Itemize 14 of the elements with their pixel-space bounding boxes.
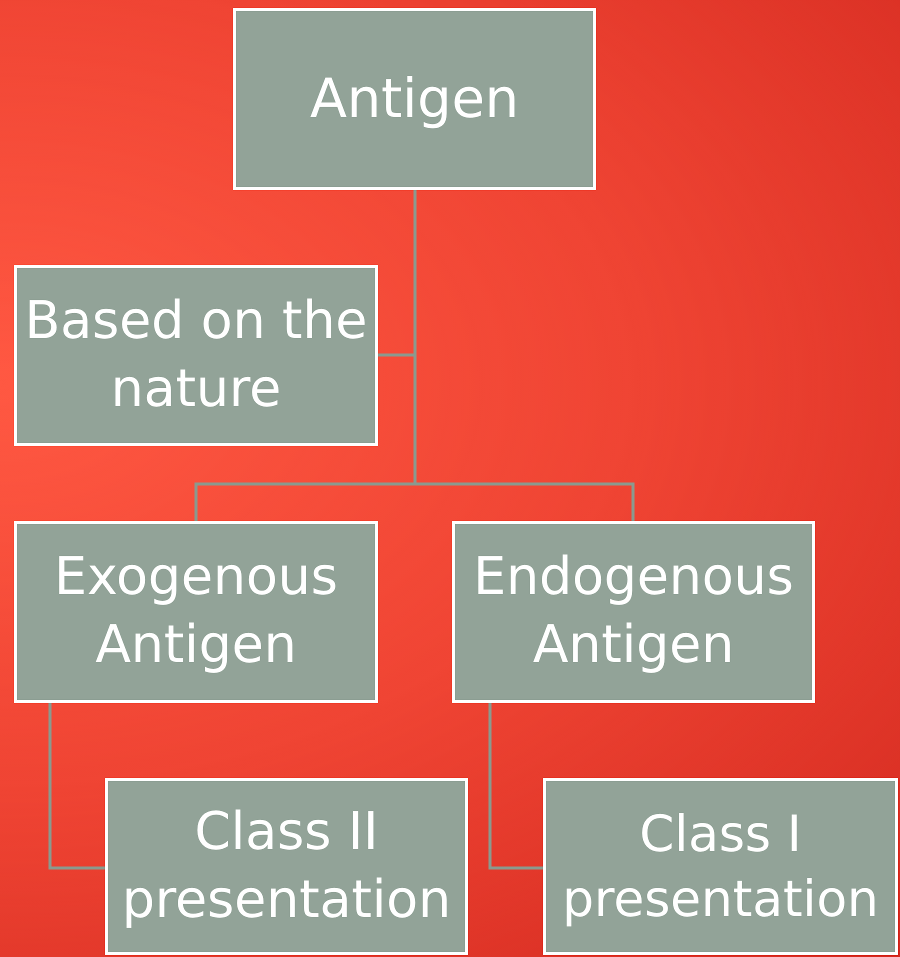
connector-line (48, 703, 105, 870)
connector-line (488, 703, 543, 870)
category-box (14, 265, 378, 446)
category-box (452, 521, 815, 703)
category-box (14, 521, 378, 703)
box-label: Antigen (310, 66, 520, 132)
box-label: Class II presentation (120, 800, 452, 932)
category-box (105, 778, 468, 955)
box-label: Based on the nature (24, 290, 368, 420)
box-label: Exogenous Antigen (53, 546, 339, 677)
category-box (233, 8, 596, 190)
box-label: Class I presentation (561, 804, 880, 930)
box-label: Endogenous Antigen (472, 546, 795, 677)
category-box (543, 778, 898, 955)
